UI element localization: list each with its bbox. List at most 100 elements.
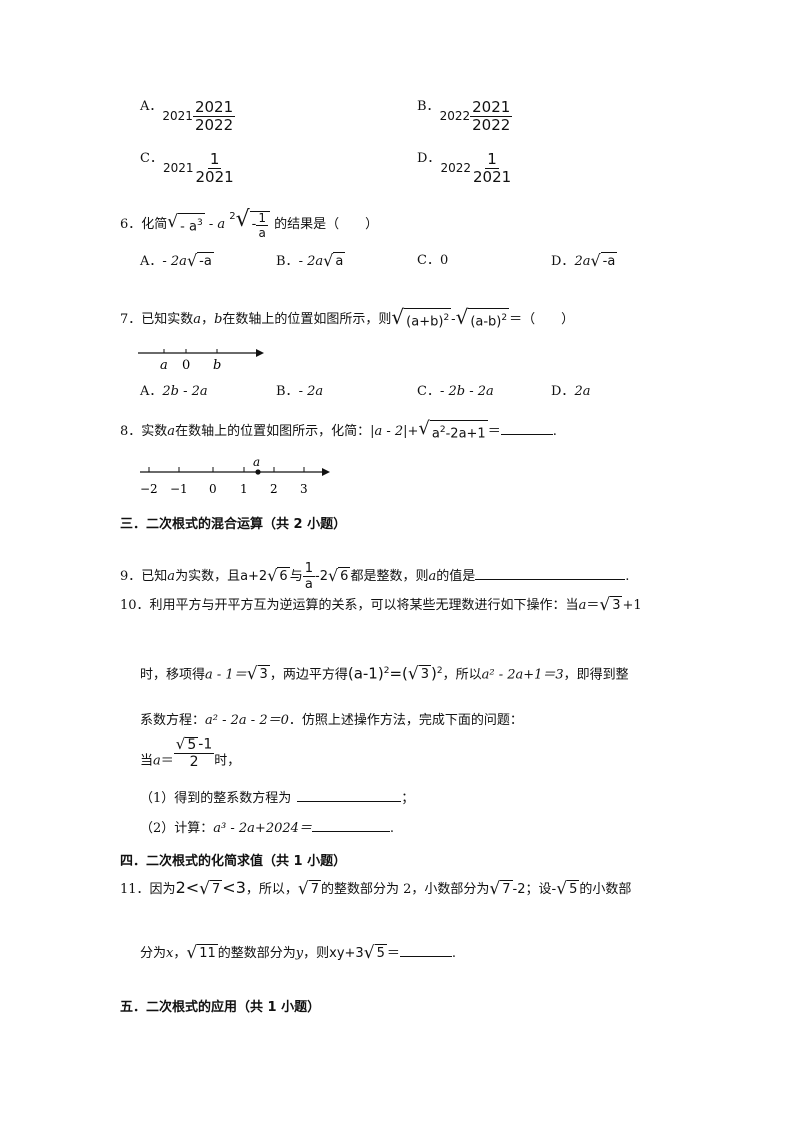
operator: - [451, 312, 456, 328]
fraction-numerator: 2021 [470, 98, 513, 117]
question-text: 因为 [149, 882, 176, 897]
operator: < [185, 878, 200, 897]
variable: x [166, 946, 174, 961]
expression: =( [389, 664, 408, 683]
option-label: B． [276, 254, 299, 269]
radicand: -a [600, 252, 618, 269]
q10-sub1: （1）得到的整系数方程为； [140, 789, 414, 808]
question-text: 实数 [141, 424, 168, 440]
tick-label: 0 [209, 482, 217, 496]
variable: a [153, 753, 161, 769]
fraction-denominator: 2022 [472, 116, 511, 134]
variable: b [214, 312, 223, 328]
option-label: A． [140, 254, 163, 269]
axis-label-b: b [213, 358, 221, 373]
question-text: ．仿照上述操作方法，完成下面的问题： [288, 713, 523, 728]
radicand: 3 [610, 596, 623, 613]
exponent: 2 [436, 666, 443, 676]
question-number: 6． [120, 217, 142, 232]
answer-blank[interactable] [399, 944, 452, 957]
tick-label: 2 [270, 482, 278, 496]
question-text: 都是整数，则 [350, 569, 429, 584]
axis-arrow [256, 349, 264, 357]
question-text: 时，移项得 [140, 667, 206, 683]
radical: √-a [186, 251, 214, 270]
q7-option-a: A．2b - 2a [140, 383, 208, 401]
fraction-denominator: a [258, 225, 266, 240]
equation: a² - 2a+1＝3 [481, 667, 564, 683]
coefficient: - 2a [298, 254, 324, 269]
option-value: 2a [574, 384, 591, 399]
coefficient: 2 [229, 211, 236, 222]
axis-label-0: 0 [182, 358, 190, 373]
radicand: 6 [338, 567, 351, 584]
expression: (a-1) [347, 664, 384, 683]
expression: a+2 [240, 569, 268, 584]
answer-blank[interactable] [297, 789, 402, 802]
q6-option-d: D．2a√-a [551, 251, 618, 271]
equation: a² - 2a - 2＝0 [205, 713, 289, 728]
radical: √7 [297, 879, 322, 899]
expression: a³ - 2a+2024＝ [213, 821, 312, 836]
section-heading: 五．二次根式的应用（共 1 小题） [120, 1000, 321, 1015]
radical: √(a+b)2 [391, 305, 452, 330]
q8-number-line: a −2 −1 0 1 2 3 [140, 456, 330, 496]
question-number: 10． [120, 598, 150, 613]
question-text: ，所以， [245, 882, 298, 897]
section-heading: 三．二次根式的混合运算（共 2 小题） [120, 517, 347, 532]
punctuation: . [451, 946, 456, 961]
question-text: 分为 [140, 946, 167, 961]
point-label: a [253, 456, 260, 469]
q6-option-b: B．- 2a√a [276, 252, 346, 271]
exponent: 3 [196, 217, 203, 228]
coefficient: 2a [574, 254, 591, 269]
fraction-numerator: 1 [207, 150, 222, 169]
option-label: C． [417, 384, 440, 399]
fraction-numerator: -1 [198, 736, 213, 753]
question-text: 已知 [141, 569, 168, 584]
option-label: A． [140, 99, 163, 114]
answer-blank[interactable] [500, 422, 553, 436]
q7-option-d: D．2a [551, 383, 590, 401]
punctuation: . [625, 569, 630, 584]
radicand: a [333, 252, 346, 269]
punctuation: ； [401, 791, 415, 806]
power-base: 2021 [162, 161, 194, 175]
q8-stem: 8．实数a在数轴上的位置如图所示，化简：|a - 2|+√a2-2a+1＝. [120, 419, 557, 443]
option-label: C． [140, 151, 163, 166]
question-text: 的值是 [436, 569, 476, 584]
radical: √3 [599, 595, 623, 615]
option-label: D． [551, 254, 575, 269]
question-text: 系数方程： [140, 713, 206, 728]
radical: √3 [407, 664, 431, 685]
sign: - [251, 217, 257, 232]
expression: xy+3 [329, 946, 364, 961]
section-heading: 四．二次根式的化简求值（共 1 小题） [120, 854, 347, 869]
exponent: 2 [443, 313, 450, 323]
radical: √-a [590, 251, 618, 270]
question-text: ，两边平方得 [269, 667, 348, 683]
radicand: (a-b) [470, 314, 502, 330]
question-number: 11． [120, 882, 150, 897]
fraction-numerator: 2021 [192, 98, 236, 117]
answer-blank[interactable] [475, 567, 626, 580]
fraction-denominator: 2021 [472, 168, 512, 186]
radicand: 5 [374, 944, 387, 961]
variable: a [193, 312, 202, 328]
radicand: -2a+1 [445, 426, 486, 442]
radicand: 3 [257, 665, 270, 683]
radical: √6 [267, 566, 290, 585]
answer-blank[interactable] [311, 819, 390, 832]
sign: - [551, 882, 557, 897]
absolute-expression: |a - 2|+ [370, 424, 419, 440]
q7-number-line: a 0 b [138, 349, 264, 373]
fraction-denominator: 2 [189, 754, 199, 770]
variable: a [578, 598, 587, 613]
